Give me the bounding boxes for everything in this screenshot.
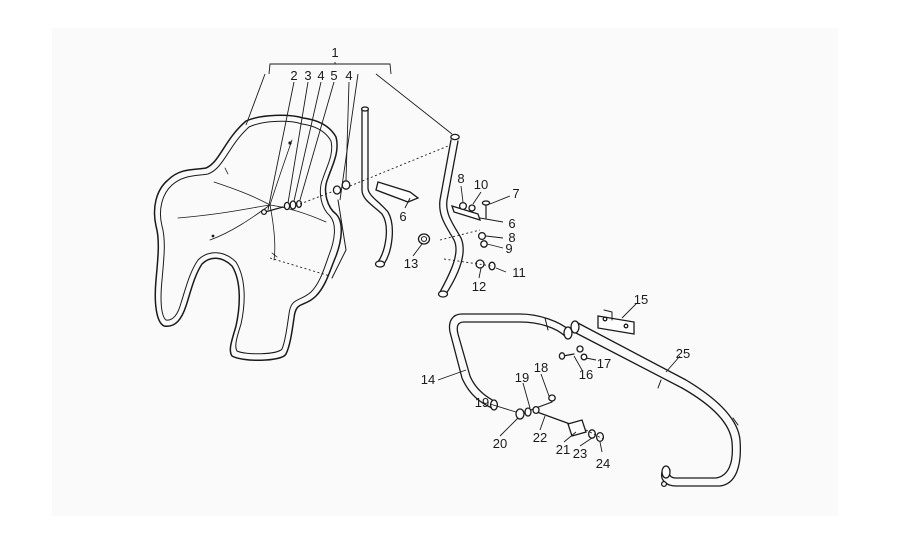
callout-5: 5 (330, 68, 337, 83)
bar-end-assembly (515, 394, 605, 443)
callout-9: 9 (505, 241, 512, 256)
callout-7: 7 (512, 186, 519, 201)
callout-25: 25 (676, 346, 690, 361)
crash-bar-14 (448, 313, 573, 411)
leader-lines (245, 62, 681, 453)
callout-13: 13 (404, 256, 418, 271)
right-rod-hardware (417, 200, 496, 271)
crash-bar-25 (570, 320, 742, 488)
callout-18: 18 (534, 360, 548, 375)
callout-21: 21 (556, 442, 570, 457)
callout-24: 24 (596, 456, 610, 471)
callout-1: 1 (331, 45, 338, 60)
callout-16: 16 (579, 367, 593, 382)
callout-3: 3 (304, 68, 311, 83)
callout-4-right: 4 (345, 68, 352, 83)
bracket-hardware-16-17 (558, 345, 588, 361)
callout-15: 15 (634, 292, 648, 307)
callout-8-top: 8 (457, 171, 464, 186)
callout-20: 20 (493, 436, 507, 451)
left-mounting-rod (349, 106, 449, 268)
diagram-background-panel (52, 28, 838, 516)
windshield-mount-hardware (260, 180, 351, 277)
callout-17: 17 (597, 356, 611, 371)
callout-6-left: 6 (399, 209, 406, 224)
callout-19-bottom: 19 (475, 395, 489, 410)
callout-4-left: 4 (317, 68, 324, 83)
callout-labels: 1 2 3 4 5 4 6 6 7 8 8 9 10 11 12 13 14 1… (290, 45, 690, 471)
callout-19-top: 19 (515, 370, 529, 385)
callout-8-bottom: 8 (508, 230, 515, 245)
callout-11: 11 (512, 265, 526, 280)
callout-6-right: 6 (508, 216, 515, 231)
callout-10: 10 (474, 177, 488, 192)
windshield (153, 114, 347, 361)
callout-14: 14 (421, 372, 435, 387)
callout-12: 12 (472, 279, 486, 294)
callout-23: 23 (573, 446, 587, 461)
callout-22: 22 (533, 430, 547, 445)
bracket-15 (597, 309, 635, 335)
right-mounting-rod (437, 133, 464, 298)
callout-2: 2 (290, 68, 297, 83)
